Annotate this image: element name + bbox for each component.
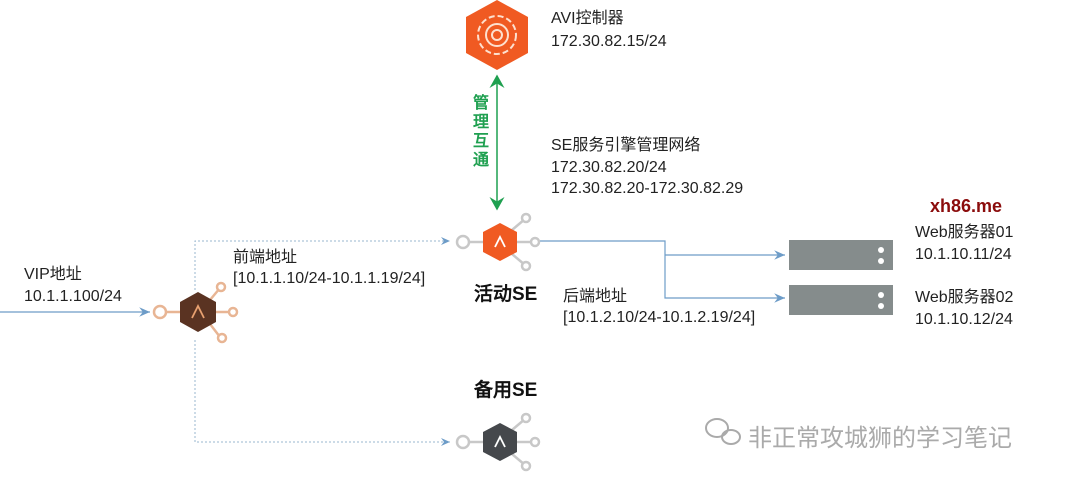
backend-label: 后端地址 [563,288,628,305]
site-watermark: xh86.me [930,196,1003,216]
server-01-ip: 10.1.10.11/24 [915,246,1012,263]
controller-name: AVI控制器 [551,10,624,27]
frontend-link-standby [194,340,450,446]
frontend-label: 前端地址 [233,249,298,266]
server-01-icon [789,240,893,270]
controller-ip: 172.30.82.15/24 [551,33,667,50]
frontend-range: [10.1.1.10/24-10.1.1.19/24] [233,270,426,287]
controller-node-icon [466,0,528,70]
frontend-link-active [194,237,450,290]
active-se-node-icon [455,212,541,272]
vip-se-node-icon [152,281,239,344]
vip-ip: 10.1.1.100/24 [24,288,122,305]
se-mgmt-title: SE服务引擎管理网络 [551,137,701,154]
standby-se-node-icon [455,412,541,472]
se-mgmt-range: 172.30.82.20-172.30.82.29 [551,180,744,197]
server-02-icon [789,285,893,315]
mgmt-link-label: 管理互通 [472,95,489,169]
vip-label: VIP地址 [24,266,82,283]
backend-range: [10.1.2.10/24-10.1.2.19/24] [563,309,756,326]
wechat-watermark: 非正常攻城狮的学习笔记 [748,425,1012,452]
server-02-name: Web服务器02 [915,289,1014,306]
backend-link-02 [540,240,785,303]
wechat-icon [705,418,741,445]
server-02-ip: 10.1.10.12/24 [915,311,1013,328]
active-se-label: 活动SE [474,284,538,305]
server-01-name: Web服务器01 [915,224,1014,241]
se-mgmt-ip: 172.30.82.20/24 [551,159,667,176]
standby-se-label: 备用SE [474,380,538,401]
